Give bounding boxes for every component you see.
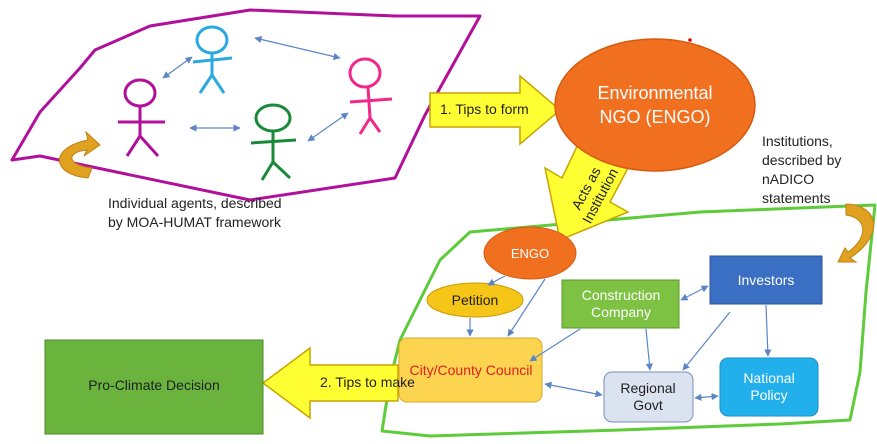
institution-links bbox=[466, 275, 772, 402]
regional-label: Regional Govt bbox=[620, 380, 676, 413]
agent-figure-purple bbox=[118, 78, 165, 158]
institutions-note: Institutions, described by nADICO statem… bbox=[762, 133, 842, 206]
construction-rect bbox=[561, 279, 680, 329]
agent-links bbox=[162, 35, 349, 142]
tips-form-arrow bbox=[429, 74, 562, 146]
national-rect bbox=[719, 357, 819, 417]
petition-ellipse bbox=[426, 282, 524, 318]
engo-ellipse bbox=[554, 38, 756, 172]
institutions-curved-arrow bbox=[837, 203, 875, 263]
agent-figure-green bbox=[250, 103, 297, 181]
tips-make-label: 2. Tips to make bbox=[320, 374, 415, 390]
decision-rect bbox=[44, 339, 264, 435]
regional-rect bbox=[603, 371, 694, 423]
tips-form-label: 1. Tips to form bbox=[440, 101, 529, 117]
investors-label: Investors bbox=[737, 271, 795, 288]
agents-note: Individual agents, described by MOA-HUMA… bbox=[108, 195, 282, 230]
national-label: National Policy bbox=[743, 370, 795, 403]
petition-label: Petition bbox=[451, 291, 499, 308]
council-rect bbox=[398, 337, 543, 403]
construction-label: Construction Company bbox=[581, 287, 661, 320]
red-dot bbox=[688, 38, 692, 42]
engo-small-ellipse bbox=[483, 226, 577, 280]
decision-label: Pro-Climate Decision bbox=[88, 376, 220, 393]
council-label: City/County Council bbox=[409, 361, 533, 378]
engo-small-label: ENGO bbox=[510, 245, 550, 261]
agents-curved-arrow bbox=[59, 130, 101, 179]
investors-rect bbox=[709, 255, 823, 305]
agent-figure-blue bbox=[192, 25, 233, 94]
acts-as-arrow bbox=[543, 138, 630, 242]
tips-make-arrow bbox=[261, 346, 399, 420]
agents-outline bbox=[10, 8, 482, 202]
agent-figure-pink bbox=[348, 57, 393, 135]
engo-big-label: Environmental NGO (ENGO) bbox=[597, 83, 713, 127]
